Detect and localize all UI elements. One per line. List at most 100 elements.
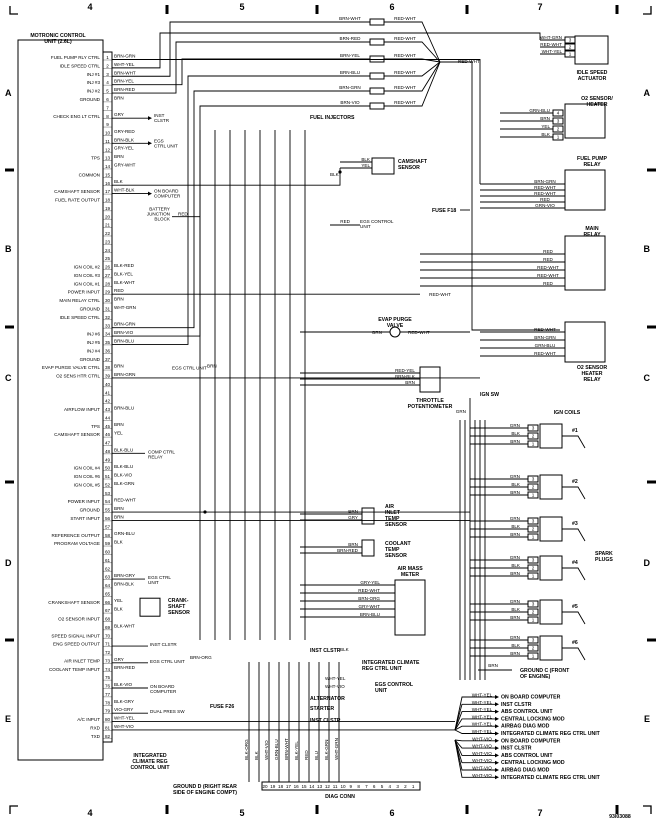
ign-sw-label: IGN SW [480,392,499,398]
diag-pin: 3 [396,784,399,789]
o2-heater-relay-label: O2 SENSOR [577,365,608,371]
pin-label: AIR INLET TEMP [64,658,100,663]
output-wire-line [454,739,495,778]
o2-wire-color: GRN-BLU [529,108,550,113]
o2-relay-wire: BRN-GRN [534,335,555,340]
egs-ctrl-label: EGS [154,138,164,143]
pin-number: 79 [105,709,111,714]
pin-wire-color: BRN-WHT [114,70,136,75]
pin-number: 42 [105,399,111,404]
pin-number: 1 [557,135,560,140]
pin-label: FUEL PUMP RLY CTRL [51,55,101,60]
pin-wire-color: BRN [114,506,124,511]
arrow [495,753,499,758]
fuse-f18-label: FUSE F18 [432,208,456,214]
output-label: AIRBAG DIAG MOD [501,768,550,774]
egs-ctrl-label: UNIT [148,580,159,585]
coil-plug-lead [562,647,586,661]
injector-wire-right: RED-WHT [394,53,416,58]
pin-number: 75 [105,675,111,680]
o2-heater-relay-label: HEATER [582,371,603,377]
injector-wire-right: RED-WHT [394,100,416,105]
pin-number: 2 [569,45,572,50]
injector-connector [369,87,385,95]
coil-wire: BLK [511,431,521,436]
fp-relay-wire: RED [540,197,550,202]
coil-wire: GRN [510,423,520,428]
pin-number: 82 [105,734,111,739]
throttle-pot-box [419,366,441,393]
pin-wire-color: BRN-BLK [114,137,135,142]
pin-number: 3 [106,72,109,77]
air-inlet-sensor [361,507,375,525]
pin-number: 31 [105,307,111,312]
diag-pin: 13 [317,784,323,789]
diag-pin: 1 [412,784,415,789]
pin-number: 55 [105,508,111,513]
pin-number: 37 [105,357,111,362]
o2-sensor-box [564,103,606,139]
pin-number: 81 [105,726,111,731]
integrated-label: CONTROL UNIT [130,765,170,771]
throttle-wire: BRN-BLK [395,374,416,379]
crank-sensor-label: CRANK- [168,598,189,604]
pin-number: 66 [105,600,111,605]
wire-layer [5,5,656,814]
pin-wire-color: GRN-BLU [114,531,135,536]
injector-wire-right: RED-WHT [394,16,416,21]
coil-plug-lead [562,567,586,581]
grid-row-label-left: B [5,244,12,254]
inst-clstr3-label: INST CLSTR [310,718,341,724]
grid-tick-top [615,5,619,14]
pin-wire-color: BLK-WHT [114,623,135,628]
pin-wire-color: WHT-BLK [114,188,135,193]
output-wire-line [454,718,495,731]
egs-ctrl-label: CTRL UNIT [154,143,178,148]
grid-tick-right [647,325,656,329]
o2-relay-wire: RED-WHT [534,351,556,356]
pin-number: 73 [105,658,111,663]
coil-wire: BRN [510,615,520,620]
crank-sensor-label: SENSOR [168,610,190,616]
pin-number: 23 [105,239,111,244]
pin-label: INJ #1 [87,72,101,77]
injector-wire [112,75,370,345]
grid-tick-right [647,480,656,484]
pin-number: 3 [532,602,535,607]
pin-number: 61 [105,558,111,563]
air-mass-label: METER [401,572,419,578]
pin-number: 62 [105,566,111,571]
pin-label: IGN COIL #1 [74,281,101,286]
pin-label: O2 SENS HTR CTRL [56,374,100,379]
red-wht-label: RED-WHT [458,59,480,64]
pin-number: 12 [105,147,111,152]
output-label: ON BOARD COMPUTER [501,738,561,744]
diag-connector [261,781,421,791]
pin-number: 13 [105,156,111,161]
coil-plug-lead [562,528,586,542]
injector-connector [369,72,385,80]
pin-number: 48 [105,449,111,454]
pin-wire-color: BRN-RED [114,87,136,92]
output-wire: WHT-VIO [472,766,492,771]
pin-wire-color: BLK-BLU [114,447,133,452]
pin-number: 39 [105,374,111,379]
pin-number: 1 [532,654,535,659]
pin-wire-color: BRN [114,154,124,159]
coil-box [539,474,563,500]
red-wht-label: RED-WHT [429,292,451,297]
main-relay-wire: RED [543,249,553,254]
pin-label: START INPUT [70,516,100,521]
battery-junction-label: BLOCK [154,216,171,221]
pin-number: 3 [532,426,535,431]
coolant-wire: BRN-RED [337,548,359,553]
evap-valve-label: EVAP PURGE [378,317,412,323]
pin-number: 72 [105,650,111,655]
inst-clstr-label: CLSTR [154,118,170,123]
arrow [148,141,152,146]
idle-actuator-box [574,35,609,65]
diag-pin: 17 [286,784,292,789]
coil-plug-lead [562,486,586,500]
injector-wire-left: BRN-VIO [340,100,360,105]
egs-control-unit-label: UNIT [360,224,371,229]
